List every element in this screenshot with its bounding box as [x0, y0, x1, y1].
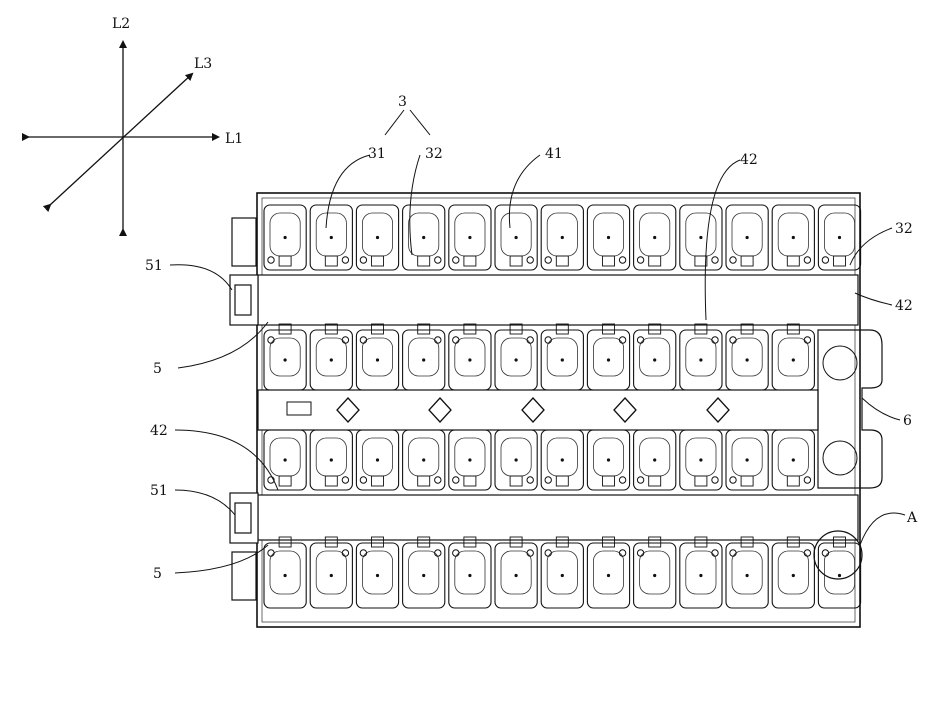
battery-cell [356, 324, 398, 390]
battery-cell [449, 537, 491, 608]
battery-cell [818, 205, 860, 270]
axis-l3-label: L3 [194, 56, 212, 72]
battery-cell [587, 205, 629, 270]
battery-cell [495, 537, 537, 608]
label-51-lower: 51 [150, 483, 168, 499]
battery-cell [680, 324, 722, 390]
battery-cell [680, 430, 722, 490]
label-31: 31 [368, 146, 386, 162]
battery-cell [310, 324, 352, 390]
leader-6 [862, 398, 900, 420]
label-32-right: 32 [895, 221, 913, 237]
battery-cell [772, 430, 814, 490]
leader-32-right [850, 228, 892, 265]
label-6: 6 [903, 413, 912, 429]
leader-3-left [385, 110, 404, 135]
battery-cell [587, 430, 629, 490]
battery-cell [264, 324, 306, 390]
side-tab-bottom [232, 552, 256, 600]
battery-cell [495, 205, 537, 270]
side-plate-lower-inner [235, 503, 251, 533]
battery-cell [356, 430, 398, 490]
leader-3-right [410, 110, 430, 135]
leader-51-upper [170, 265, 232, 290]
battery-cell [310, 430, 352, 490]
battery-cell [449, 430, 491, 490]
battery-cell [264, 430, 306, 490]
battery-cell [310, 205, 352, 270]
leader-42-left [175, 430, 278, 490]
side-plate-upper-inner [235, 285, 251, 315]
battery-cell [587, 324, 629, 390]
battery-cell [495, 430, 537, 490]
battery-cell [403, 430, 445, 490]
battery-cell [264, 537, 306, 608]
battery-cell [680, 205, 722, 270]
leader-A [860, 513, 905, 545]
axis-l3-line [50, 74, 192, 205]
beams [258, 275, 858, 540]
battery-cell [495, 324, 537, 390]
battery-cell [587, 537, 629, 608]
label-32-top: 32 [425, 146, 443, 162]
axis-l1-label: L1 [225, 131, 243, 147]
battery-cell [772, 324, 814, 390]
beam-lower [258, 495, 858, 540]
beam-middle [258, 390, 818, 430]
battery-cell [403, 205, 445, 270]
battery-cell [634, 537, 676, 608]
leader-51-lower [175, 490, 235, 515]
leader-5-upper [178, 322, 268, 368]
leader-31 [326, 155, 370, 228]
battery-cell [541, 205, 583, 270]
side-tab-top [232, 218, 256, 266]
label-A: A [906, 510, 918, 526]
battery-cell [634, 430, 676, 490]
battery-cell [726, 205, 768, 270]
battery-cell [772, 537, 814, 608]
label-42-top: 42 [740, 152, 758, 168]
right-bracket [818, 330, 882, 488]
battery-cell [356, 537, 398, 608]
battery-cell [726, 430, 768, 490]
label-41: 41 [545, 146, 563, 162]
battery-cell [356, 205, 398, 270]
side-plates [230, 218, 258, 600]
battery-cell [264, 205, 306, 270]
battery-cell [449, 324, 491, 390]
label-42-left: 42 [150, 423, 168, 439]
label-51-upper: 51 [145, 258, 163, 274]
battery-cell [403, 537, 445, 608]
battery-cell [541, 537, 583, 608]
battery-cell [541, 324, 583, 390]
battery-cell [680, 537, 722, 608]
battery-cell [403, 324, 445, 390]
leader-41 [509, 155, 540, 228]
battery-cell [634, 324, 676, 390]
label-5-lower: 5 [153, 566, 162, 582]
battery-cell [541, 430, 583, 490]
bracket-cell [823, 441, 857, 475]
label-3: 3 [398, 94, 407, 110]
battery-cell [634, 205, 676, 270]
battery-cell [726, 537, 768, 608]
axis-diagram [28, 42, 218, 230]
label-42-right: 42 [895, 298, 913, 314]
battery-cell [449, 205, 491, 270]
battery-cell [772, 205, 814, 270]
battery-cell [310, 537, 352, 608]
bracket-cell [823, 346, 857, 380]
label-5-upper: 5 [153, 361, 162, 377]
battery-cell [726, 324, 768, 390]
axis-l2-label: L2 [112, 16, 130, 32]
beam-upper [258, 275, 858, 325]
